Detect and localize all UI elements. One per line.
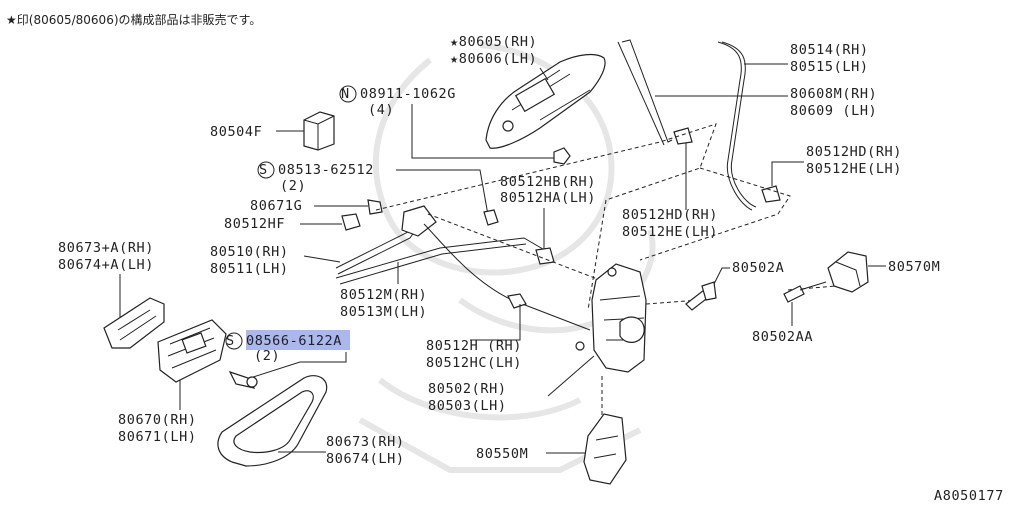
circle-n-icon [339,85,357,103]
inside-handle-80670 [157,319,227,383]
bolt-08911 [553,147,571,165]
label-80570M: 80570M [888,259,940,275]
highlight-08566 [246,330,350,350]
label-80606: ★80606(LH) [450,51,537,67]
label-08911-qty: (4) [368,102,394,118]
label-80608M: 80608M(RH) [790,86,877,102]
label-80502A: 80502A [732,260,784,276]
clip-80512HD-right [761,185,781,203]
label-80673: 80673(RH) [326,434,405,450]
label-80609: 80609 (LH) [790,103,877,119]
label-08513: 08513-62512 [278,162,374,178]
outside-handle-80605 [485,53,606,149]
label-80512HD-a: 80512HD(RH) [622,207,718,223]
clip-80671G [367,199,383,215]
clip-80512H [507,293,527,309]
label-08911: 08911-1062G [360,86,456,102]
label-80510: 80510(RH) [210,244,289,260]
label-80512HD-b: 80512HD(RH) [806,144,902,160]
diagram-id: A8050177 [934,488,1004,504]
label-80512M: 80512M(RH) [340,287,427,303]
label-80512HB: 80512HB(RH) [500,174,596,190]
label-80511: 80511(LH) [210,261,289,277]
label-08566: 08566-6122A [246,333,342,349]
label-80512HF: 80512HF [224,216,285,232]
label-08513-qty: (2) [280,178,306,194]
label-circle-s-2: S [226,333,235,349]
label-80512HE-b: 80512HE(LH) [806,161,902,177]
label-80550M: 80550M [476,446,528,462]
label-80512HA: 80512HA(LH) [500,190,596,206]
circle-s-icon [257,161,275,179]
label-80503: 80503(LH) [428,398,507,414]
label-80670: 80670(RH) [118,412,197,428]
label-80514: 80514(RH) [790,42,869,58]
rod-80510 [335,205,437,275]
part-80504F [303,111,335,151]
label-circle-s-1: S [259,162,268,178]
label-80674: 80674(LH) [326,451,405,467]
clip-80512HB [535,247,555,265]
label-80605: ★80605(RH) [450,34,537,50]
bezel-80673 [217,375,328,467]
label-circle-n: N [341,86,350,102]
label-08566-qty: (2) [254,348,280,364]
protector-80550M [583,413,627,485]
label-80513M: 80513M(LH) [340,304,427,320]
label-80671G: 80671G [250,198,302,214]
label-80504F: 80504F [210,124,262,140]
screw-08513 [483,209,499,226]
label-80673A: 80673+A(RH) [58,240,154,256]
door-lock-80502 [575,263,647,373]
label-80674A: 80674+A(LH) [58,257,154,273]
label-80512HC: 80512HC(LH) [426,355,522,371]
screw-80502A [685,281,717,311]
escutcheon-80673A [103,297,165,349]
screw-80502AA [783,281,827,303]
circle-s-icon-2 [225,332,243,350]
non-sale-note: ★印(80605/80606)の構成部品は非販売です。 [6,12,261,27]
clip-80512HF [341,213,361,231]
label-80512H: 80512H (RH) [426,338,522,354]
striker-80570M [827,251,869,293]
label-80502AA: 80502AA [752,329,813,345]
label-80512HE-a: 80512HE(LH) [622,224,718,240]
label-80671: 80671(LH) [118,429,197,445]
clip-80512HD-upper [673,127,693,145]
label-80515: 80515(LH) [790,59,869,75]
label-80502: 80502(RH) [428,381,507,397]
screw-08566 [228,370,258,389]
